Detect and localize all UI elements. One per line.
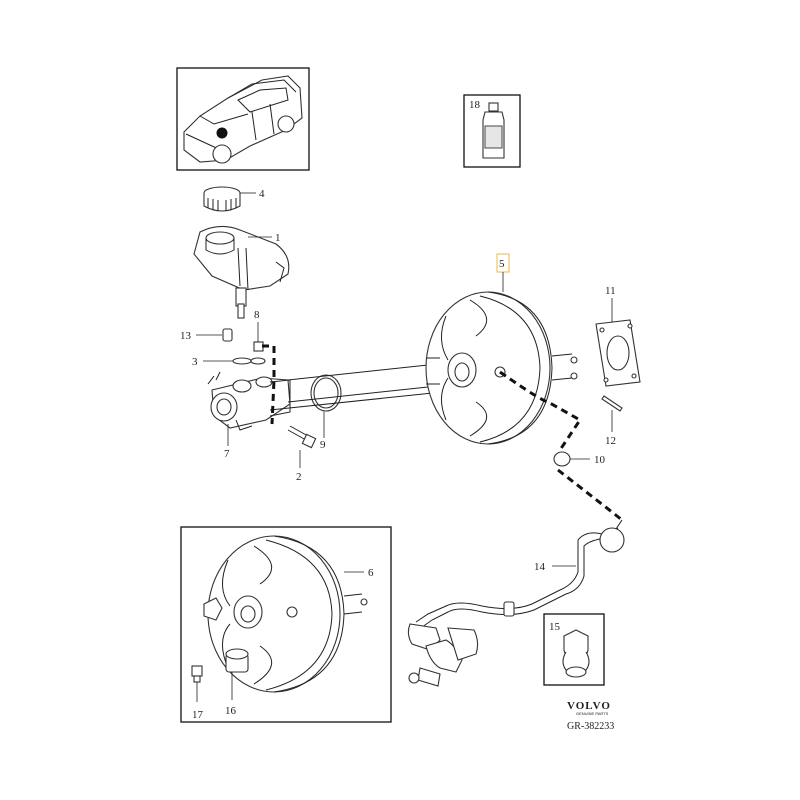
vacuum-hose-14: [407, 519, 625, 687]
callout-10: 10: [594, 454, 606, 466]
brake-fluid-bottle: [482, 102, 505, 159]
brand-tagline: GENUINE PARTS: [576, 711, 609, 716]
fitting-17: [191, 665, 203, 683]
vacuum-line-dashed-left: [262, 344, 276, 425]
callout-5: 5: [499, 258, 505, 270]
reference-number: GR-382233: [567, 721, 614, 732]
clip: [562, 629, 590, 678]
brake-booster-variant: [203, 535, 368, 693]
brake-fluid-inset: 18: [463, 94, 521, 168]
brand-name: VOLVO: [567, 700, 611, 712]
o-ring-3: [232, 357, 252, 365]
mounting-gasket-11: [595, 319, 641, 387]
callout-6: 6: [368, 567, 374, 579]
callout-13: 13: [180, 330, 192, 342]
brand-block: VOLVO GENUINE PARTS GR-382233: [567, 700, 614, 732]
callout-15: 15: [549, 621, 561, 633]
callout-9: 9: [320, 439, 326, 451]
callout-14: 14: [534, 561, 546, 573]
grommet-10: [553, 451, 571, 467]
callout-16: 16: [225, 705, 237, 717]
vehicle-location-inset: [176, 67, 310, 171]
bolt-2: [287, 425, 317, 449]
callout-11: 11: [605, 285, 616, 297]
callout-3: 3: [192, 356, 198, 368]
vacuum-line-dashed-right: [499, 370, 623, 522]
brake-booster: [425, 291, 578, 445]
callout-17: 17: [192, 709, 204, 721]
callout-1: 1: [275, 232, 281, 244]
fluid-reservoir: [193, 225, 290, 319]
master-cylinder: [207, 371, 291, 431]
callout-8: 8: [254, 309, 260, 321]
reservoir-cap: [203, 186, 241, 212]
callout-4: 4: [259, 188, 265, 200]
callout-18: 18: [469, 99, 481, 111]
grommet-13: [222, 328, 233, 342]
callout-12: 12: [605, 435, 616, 447]
location-marker: [216, 127, 228, 139]
pin-12: [601, 395, 623, 412]
callout-2: 2: [296, 471, 302, 483]
callout-7: 7: [224, 448, 230, 460]
gasket-9: [310, 374, 342, 412]
nut-8: [250, 341, 266, 365]
clip-inset: 15: [543, 613, 605, 686]
booster-variant-inset: 6 16 17: [180, 526, 392, 723]
car-illustration: [183, 75, 303, 164]
